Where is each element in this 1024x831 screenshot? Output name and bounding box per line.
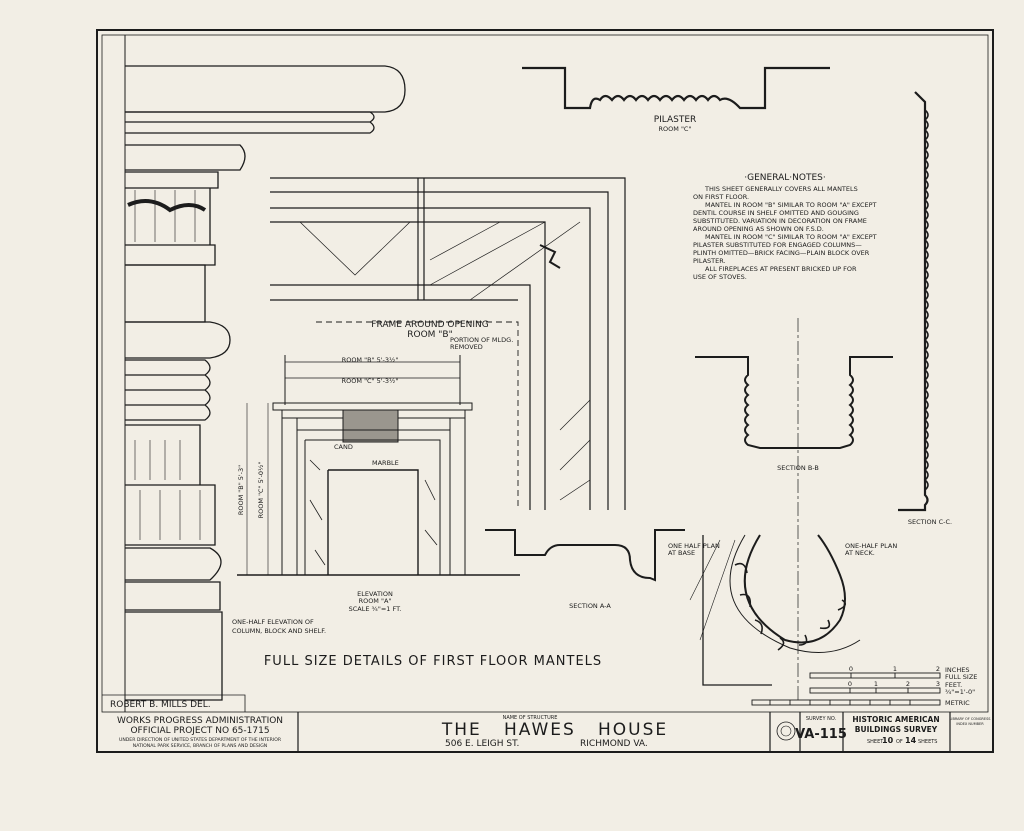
- pilaster-section: [522, 66, 830, 110]
- survey-no: VA-115: [795, 727, 847, 742]
- drawing-border: [101, 34, 989, 713]
- habs-line-2: BUILDINGS SURVEY: [855, 725, 938, 734]
- mantel-elevation: [237, 355, 520, 576]
- note-line: DENTIL COURSE IN SHELF OMITTED AND GOUGI…: [693, 209, 859, 217]
- dim-height-c: ROOM "C" 5'-0½": [257, 462, 265, 519]
- inches-label: INCHES: [945, 666, 969, 674]
- frame-label: FRAME AROUND OPENING: [371, 320, 488, 330]
- survey-no-label: SURVEY NO.: [806, 716, 837, 722]
- library-label: LIBRARY OF CONGRESS: [949, 717, 991, 721]
- section-cc: [898, 91, 929, 512]
- plan-base-label-2: AT BASE: [668, 549, 695, 557]
- plan-neck-label: ONE-HALF PLAN: [845, 542, 897, 550]
- feet-tick: 2: [906, 680, 910, 688]
- elevation-room-label: ROOM "A": [359, 597, 392, 605]
- habs-line-1: HISTORIC AMERICAN: [852, 715, 939, 724]
- section-aa-label: SECTION A-A: [569, 602, 611, 610]
- dim-height-b: ROOM "B" 5'-3": [237, 465, 245, 515]
- note-line: MANTEL IN ROOM "B" SIMILAR TO ROOM "A" E…: [705, 201, 877, 209]
- structure-city: RICHMOND VA.: [580, 739, 648, 749]
- pilaster-label: PILASTER: [654, 115, 697, 125]
- general-notes: ·GENERAL·NOTES· THIS SHEET GENERALLY COV…: [693, 173, 877, 281]
- elevation-scale-label: SCALE ¾"=1 FT.: [349, 605, 402, 613]
- title-block: [297, 712, 951, 752]
- wpa-line-2: OFFICIAL PROJECT NO 65-1715: [130, 726, 269, 736]
- section-cc-label: SECTION C-C.: [908, 518, 952, 526]
- half-elevation-label: ONE-HALF ELEVATION OF: [232, 618, 314, 626]
- note-line: ON FIRST FLOOR.: [693, 193, 749, 201]
- metric-label: METRIC: [945, 699, 970, 707]
- index-number-label: INDEX NUMBER: [956, 722, 984, 726]
- wpa-line-4: NATIONAL PARK SERVICE, BRANCH OF PLANS A…: [133, 743, 267, 749]
- habs-seal-icon: [776, 721, 796, 741]
- sheet-number: 10: [882, 736, 894, 745]
- note-line: SUBSTITUTED. VARIATION IN DECORATION ON …: [693, 217, 867, 225]
- notes-title: ·GENERAL·NOTES·: [744, 173, 825, 183]
- wpa-line-3: UNDER DIRECTION OF UNITED STATES DEPARTM…: [119, 737, 282, 743]
- half-elevation-label-2: COLUMN, BLOCK AND SHELF.: [232, 627, 326, 635]
- feet-label: FEET.: [945, 681, 962, 689]
- inch-tick: 1: [893, 665, 897, 673]
- inch-tick: 0: [849, 665, 853, 673]
- cand-label: CAND: [334, 443, 353, 451]
- portion-removed-label-2: REMOVED: [450, 343, 483, 351]
- note-line: ALL FIREPLACES AT PRESENT BRICKED UP FOR: [705, 265, 857, 273]
- frame-around-opening: [270, 177, 626, 510]
- sheet-total: 14: [905, 736, 917, 745]
- structure-name-label: NAME OF STRUCTURE: [503, 715, 558, 721]
- feet-tick: 1: [874, 680, 878, 688]
- half-plans: [689, 534, 861, 686]
- section-bb-label: SECTION B-B: [777, 464, 819, 472]
- plan-base-label: ONE HALF PLAN: [668, 542, 720, 550]
- graphic-scales: [751, 672, 941, 706]
- note-line: PILASTER SUBSTITUTED FOR ENGAGED COLUMNS…: [693, 241, 862, 249]
- full-size-label: FULL SIZE: [945, 673, 977, 681]
- sheet-prefix: SHEET: [867, 739, 884, 745]
- structure-address: 506 E. LEIGH ST.: [445, 739, 519, 749]
- inch-tick: 2: [936, 665, 940, 673]
- dim-room-b: ROOM "B" 5'-3½": [342, 356, 399, 364]
- dim-room-c: ROOM "C" 5'-3½": [342, 377, 399, 385]
- note-line: AROUND OPENING AS SHOWN ON F.S.D.: [693, 225, 824, 233]
- note-line: USE OF STOVES.: [693, 273, 747, 281]
- sheet-of: OF: [896, 739, 903, 745]
- frame-room-label: ROOM "B": [407, 330, 453, 340]
- elevation-label: ELEVATION: [357, 590, 393, 598]
- section-bb: [695, 318, 893, 700]
- note-line: PILASTER.: [693, 257, 726, 265]
- delineator: ROBERT B. MILLS DEL.: [110, 700, 211, 710]
- section-aa: [485, 529, 685, 582]
- column-elevation: [124, 35, 406, 712]
- portion-removed-label: PORTION OF MLDG.: [450, 336, 513, 344]
- feet-scale-label: ¾"=1'-0": [945, 688, 975, 696]
- note-line: MANTEL IN ROOM "C" SIMILAR TO ROOM "A" E…: [705, 233, 877, 241]
- sheet-suffix: SHEETS: [918, 739, 937, 745]
- structure-name: THE HAWES HOUSE: [441, 720, 668, 740]
- feet-tick: 0: [848, 680, 852, 688]
- sheet-border: [96, 29, 994, 753]
- pilaster-room-label: ROOM "C": [659, 125, 692, 133]
- note-line: PLINTH OMITTED—BRICK FACING—PLAIN BLOCK …: [693, 249, 870, 257]
- plan-neck-label-2: AT NECK.: [845, 549, 875, 557]
- wpa-line-1: WORKS PROGRESS ADMINISTRATION: [117, 716, 283, 726]
- sheet-title: FULL SIZE DETAILS OF FIRST FLOOR MANTELS: [264, 654, 602, 669]
- note-line: THIS SHEET GENERALLY COVERS ALL MANTELS: [704, 185, 858, 193]
- marble-label: MARBLE: [372, 459, 399, 467]
- feet-tick: 3: [936, 680, 940, 688]
